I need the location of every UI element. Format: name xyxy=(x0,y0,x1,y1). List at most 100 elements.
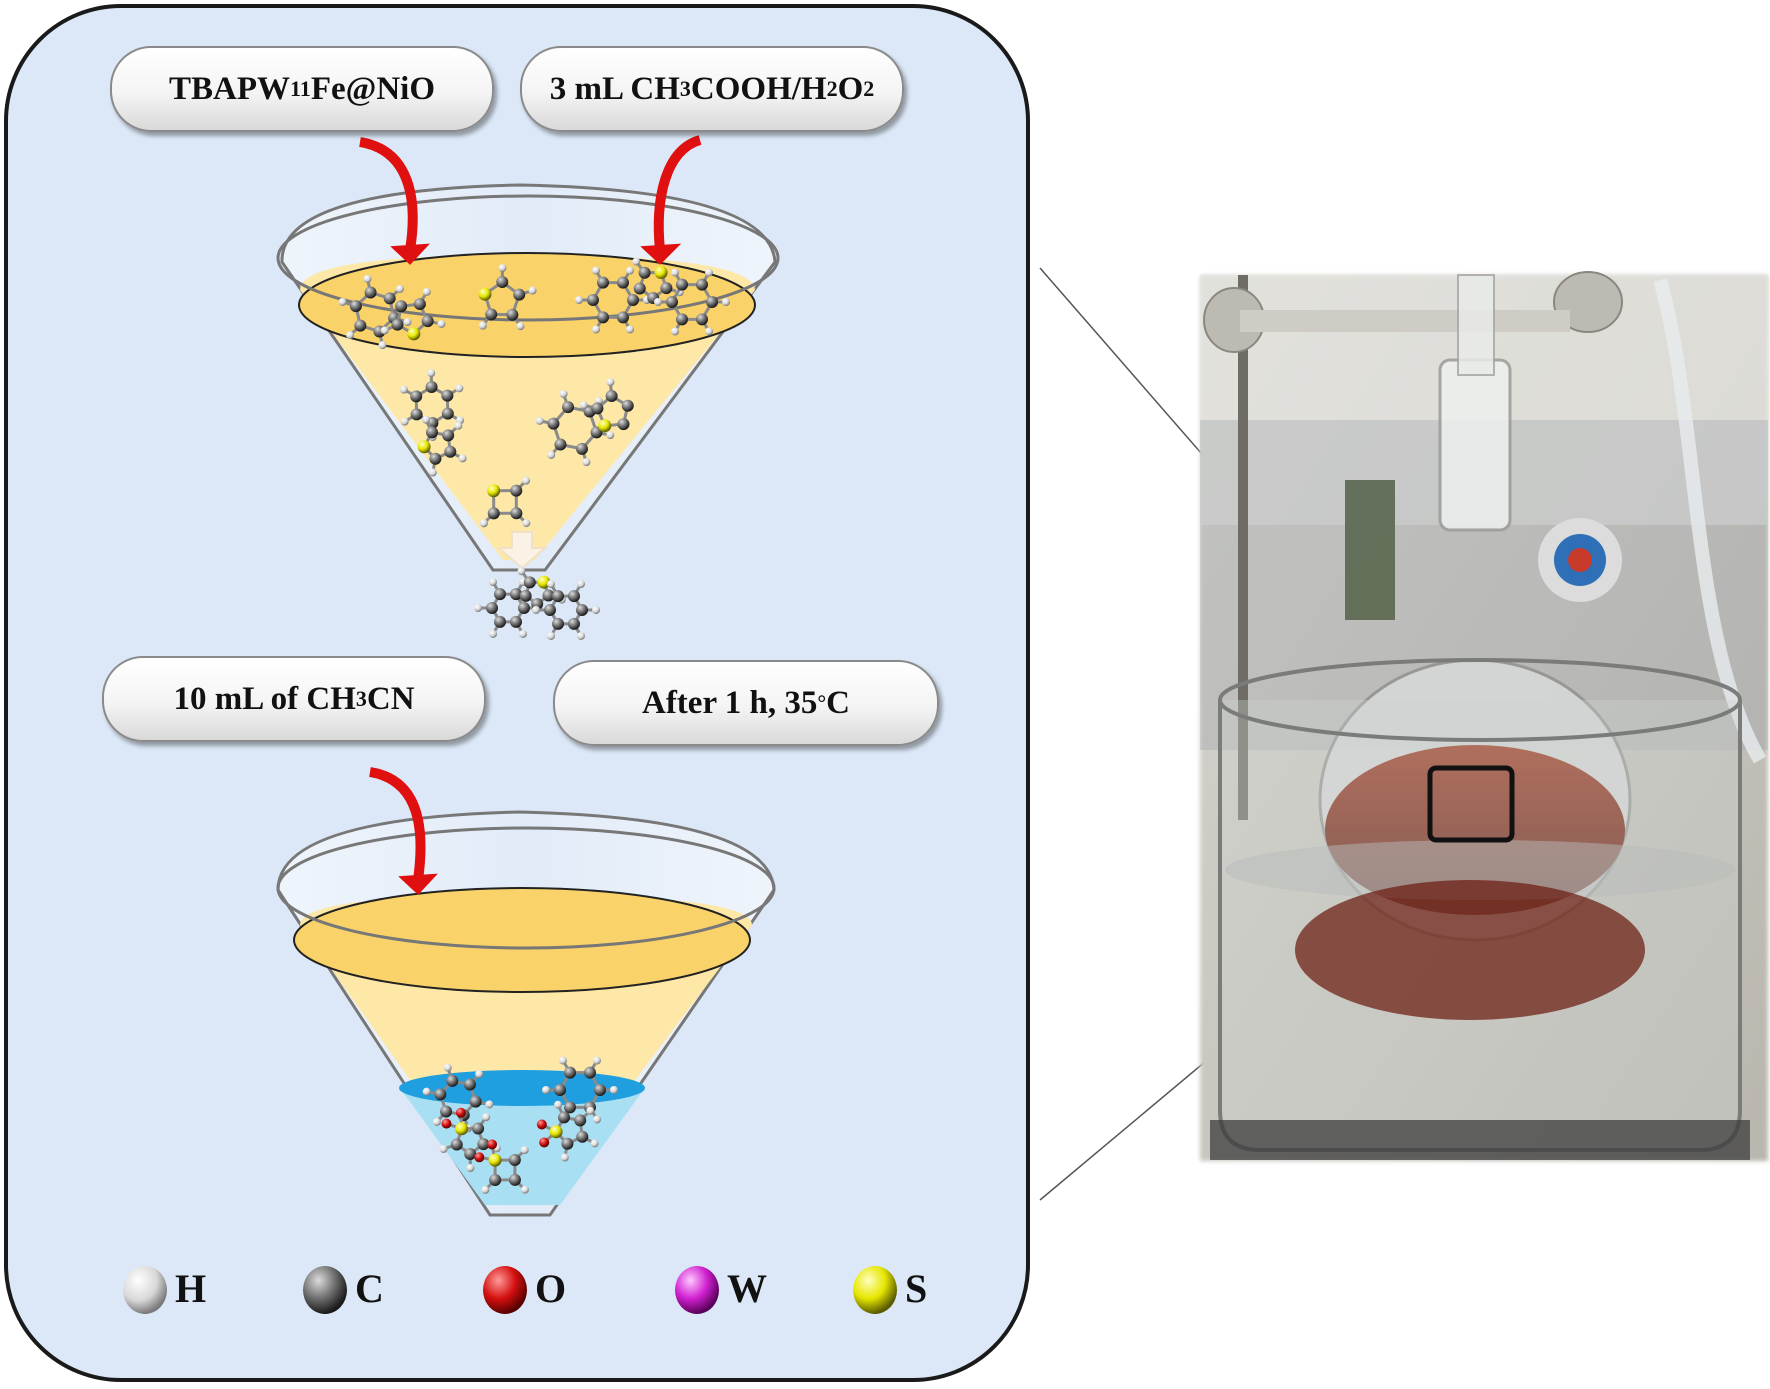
atom-H xyxy=(427,369,436,378)
benzothiophene-molecule xyxy=(579,378,634,433)
atom-C xyxy=(564,1066,576,1079)
reaction-setup-photo xyxy=(1200,271,1768,1161)
atom-O xyxy=(539,1137,550,1148)
atom-S xyxy=(488,1153,502,1167)
atom-C xyxy=(575,442,588,455)
atom-C xyxy=(508,1154,521,1167)
atom-H xyxy=(485,1100,494,1109)
atom-S xyxy=(549,1125,563,1139)
atom-C xyxy=(564,1101,576,1114)
atom-C xyxy=(446,1074,459,1087)
atom-H xyxy=(528,286,537,295)
condition-label-degree: ° xyxy=(817,690,827,715)
legend-label: O xyxy=(535,1266,566,1311)
atom-C xyxy=(496,276,509,289)
atom-H xyxy=(535,416,544,425)
atom-H xyxy=(542,1086,550,1094)
atom-S xyxy=(407,327,421,341)
atom-C xyxy=(544,604,556,616)
legend-ball xyxy=(123,1266,167,1314)
atom-H xyxy=(522,519,531,528)
atom-H xyxy=(422,287,431,296)
atom-H xyxy=(610,1086,618,1094)
process-panel xyxy=(4,4,1030,1382)
atom-C xyxy=(633,282,646,295)
atom-C xyxy=(426,426,439,439)
atom-H xyxy=(399,385,408,394)
atom-C xyxy=(477,1138,490,1151)
atom-C xyxy=(561,1137,574,1150)
atom-C xyxy=(666,296,678,308)
atom-C xyxy=(383,292,396,305)
atom-H xyxy=(346,331,355,340)
atom-S xyxy=(455,1122,469,1136)
legend-item: S xyxy=(853,1266,927,1314)
atom-C xyxy=(576,604,588,616)
atom-H xyxy=(522,476,531,485)
atom-C xyxy=(464,1147,477,1160)
atom-H xyxy=(517,567,526,576)
atom-C xyxy=(617,418,630,431)
atom-H xyxy=(671,268,679,277)
atom-C xyxy=(621,399,634,412)
legend-item: H xyxy=(123,1266,206,1314)
atom-C xyxy=(410,408,423,421)
atom-C xyxy=(552,590,564,603)
atom-O xyxy=(455,1107,466,1118)
legend-item: W xyxy=(675,1266,767,1314)
atom-H xyxy=(577,580,585,589)
atom-C xyxy=(434,1088,447,1101)
catalyst-label-rest: Fe@NiO xyxy=(310,70,435,107)
atom-S xyxy=(537,575,551,589)
atom-H xyxy=(722,298,730,306)
atom-H xyxy=(489,578,497,587)
atom-H xyxy=(455,384,464,393)
legend-ball xyxy=(483,1266,527,1314)
atom-C xyxy=(519,589,532,602)
atom-H xyxy=(482,1113,491,1122)
atom-S xyxy=(478,287,492,301)
atom-C xyxy=(627,294,639,306)
legend-item: C xyxy=(303,1266,384,1314)
atom-H xyxy=(579,401,588,410)
legend-ball xyxy=(675,1266,719,1314)
atom-H xyxy=(532,606,540,614)
atom-H xyxy=(432,1117,441,1126)
sulfone-molecule xyxy=(439,1107,501,1172)
atom-H xyxy=(626,266,634,275)
atom-H xyxy=(439,1145,448,1154)
atom-H xyxy=(454,421,463,430)
benzothiophene-molecule xyxy=(399,369,465,441)
atom-C xyxy=(558,1111,571,1124)
atom-C xyxy=(494,615,506,628)
condition-label-unit: C xyxy=(826,684,851,721)
atom-C xyxy=(395,300,408,313)
atom-C xyxy=(706,296,718,308)
atom-H xyxy=(481,1185,490,1194)
atom-C xyxy=(469,1095,482,1108)
atom-C xyxy=(510,507,523,520)
atom-C xyxy=(660,282,673,295)
atom-C xyxy=(591,402,604,415)
thiophene-molecule xyxy=(478,264,537,331)
atom-C xyxy=(605,390,618,403)
atom-H xyxy=(626,325,634,334)
atom-C xyxy=(574,1114,587,1127)
thiophene-molecule xyxy=(479,476,531,528)
atom-H xyxy=(575,296,583,304)
atom-S xyxy=(598,419,612,433)
atom-H xyxy=(593,1056,601,1065)
atom-H xyxy=(466,1163,475,1172)
atom-C xyxy=(676,278,688,291)
atom-H xyxy=(489,629,497,638)
atom-C xyxy=(391,318,404,331)
atom-C xyxy=(594,1084,606,1096)
solvent-label-pre: 10 mL of CH xyxy=(173,680,356,717)
oxidant-label-mid2: O xyxy=(837,70,864,107)
legend-ball xyxy=(853,1266,897,1314)
atom-H xyxy=(582,458,591,467)
atom-C xyxy=(696,278,708,291)
